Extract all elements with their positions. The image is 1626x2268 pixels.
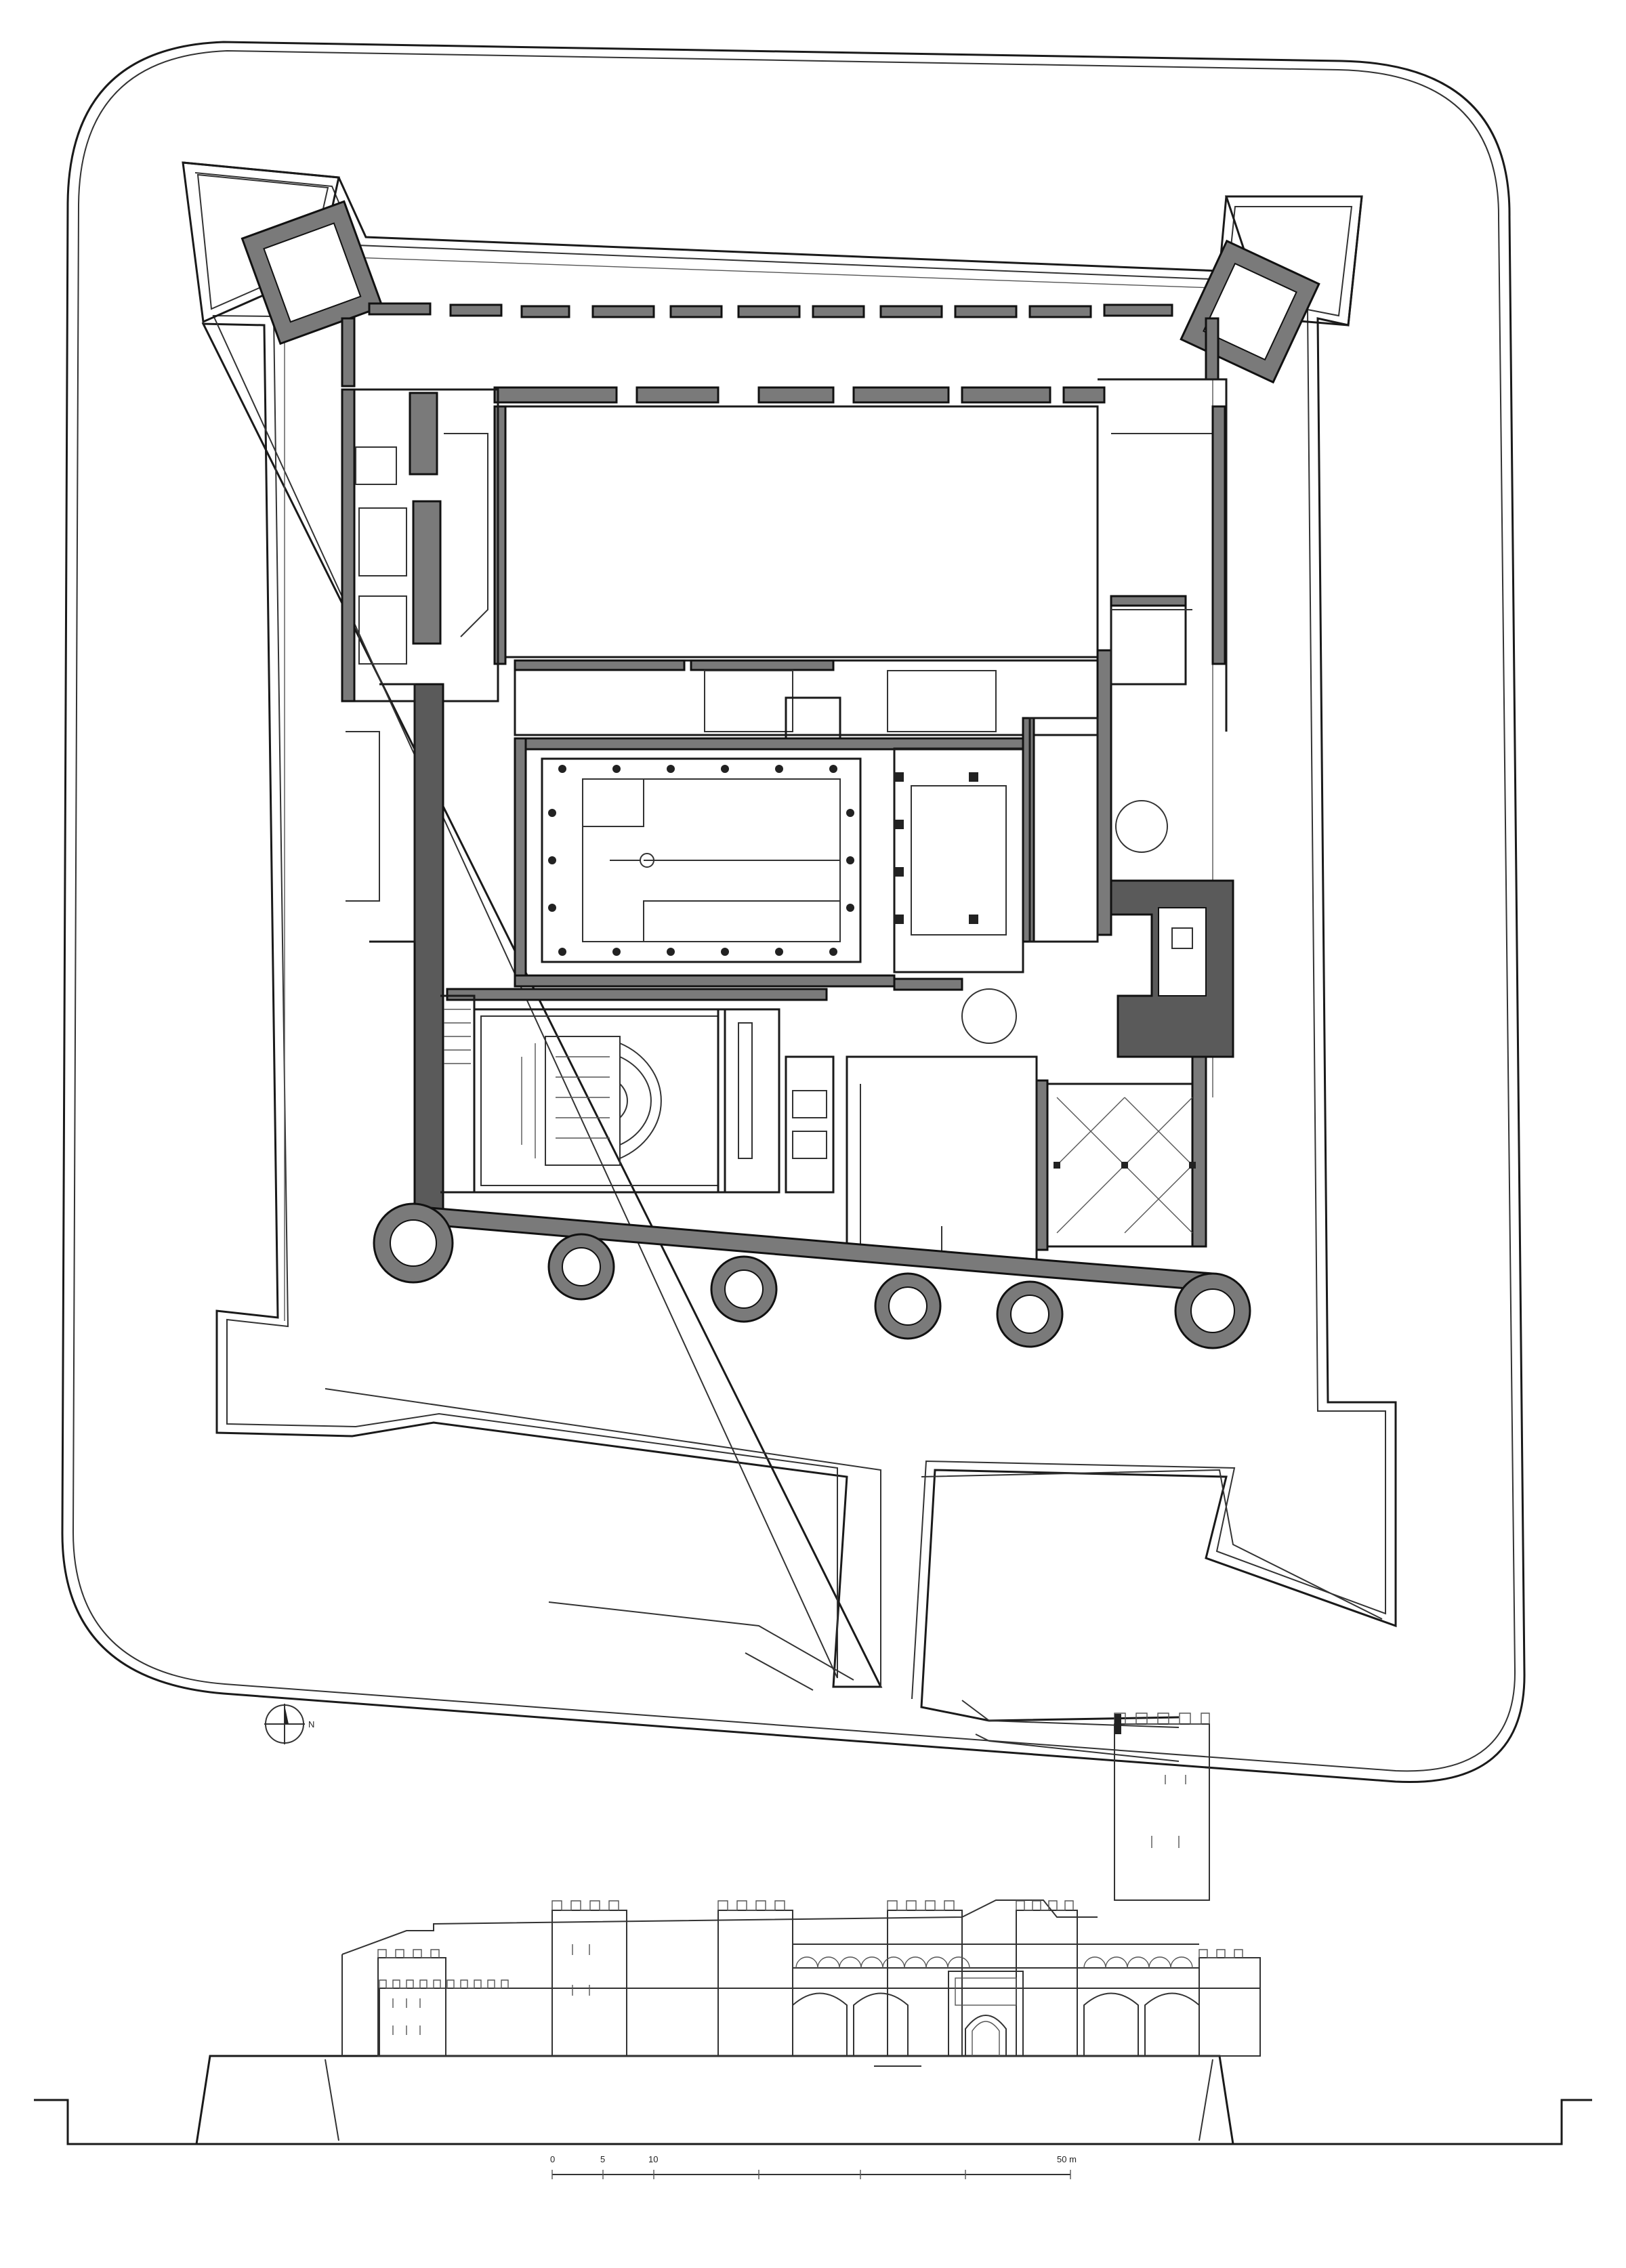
round-tower	[547, 1233, 615, 1301]
keep-tower	[1114, 1713, 1210, 1901]
arcade-gallery	[792, 1944, 1200, 2056]
round-tower	[710, 1255, 778, 1323]
elevation-tower	[551, 1900, 627, 2057]
crenellation	[379, 1979, 509, 1989]
outer-enclosure	[61, 41, 1526, 1784]
main-gateway	[948, 1971, 1024, 2057]
scale-tick-0: 0	[550, 2154, 555, 2164]
east-patio-piers	[894, 772, 978, 924]
compass-north-letter: N	[308, 1719, 314, 1729]
vault-ribs	[1054, 1097, 1196, 1234]
auditorium-seating	[521, 1036, 662, 1166]
south-elevation	[34, 1713, 1592, 2145]
corner-bastion-nw	[182, 161, 384, 345]
elevation-tower	[887, 1900, 963, 2057]
round-tower	[874, 1272, 942, 1340]
scale-bar: 0 5 10 50 m	[550, 2154, 1077, 2179]
elevation-tower	[1198, 1949, 1261, 2057]
scale-end-label: 50 m	[1057, 2154, 1077, 2164]
north-curtain-wall	[341, 302, 1220, 387]
scale-tick-10: 10	[648, 2154, 658, 2164]
round-tower	[1174, 1272, 1251, 1349]
north-compass: N	[264, 1704, 314, 1744]
elevation-tower	[1016, 1900, 1078, 2057]
round-towers	[373, 1202, 1251, 1349]
scale-tick-5: 5	[600, 2154, 605, 2164]
elevation-tower	[717, 1900, 793, 2057]
elevation-tower	[377, 1949, 446, 2057]
corner-bastion-ne	[1180, 195, 1363, 384]
round-tower	[373, 1202, 454, 1284]
courtyard-piers	[548, 765, 854, 956]
palace-plan	[341, 378, 1234, 1292]
round-tower	[996, 1280, 1064, 1348]
